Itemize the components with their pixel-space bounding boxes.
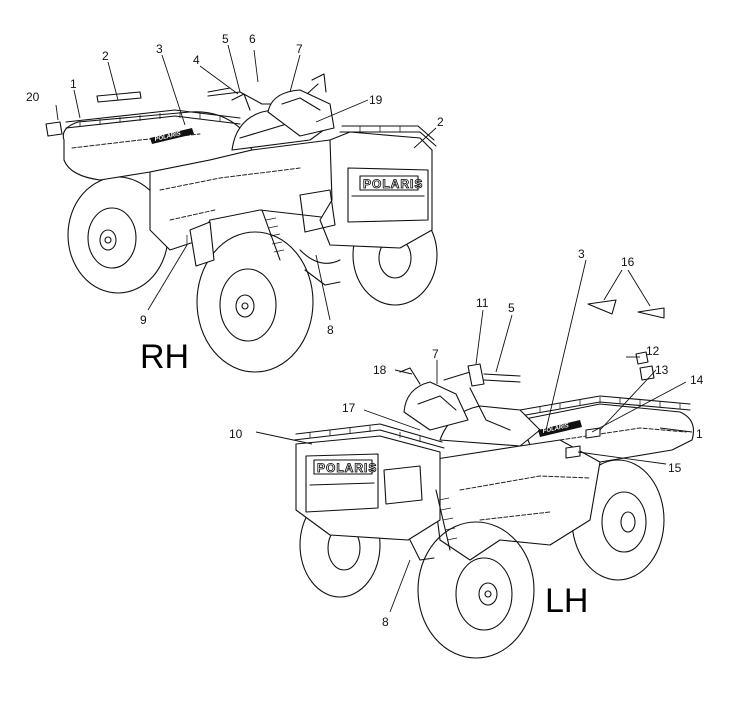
lh-front-near-wheel	[417, 521, 535, 659]
svg-text:POLARIS: POLARIS	[154, 131, 181, 143]
rh-callout-leaders	[55, 44, 437, 321]
rh-callout-1: 1	[70, 77, 77, 91]
lh-decal-piece-12	[635, 351, 649, 365]
rh-callout-20: 20	[26, 90, 40, 104]
lh-front-logo-decal: POLARIS	[313, 459, 377, 475]
lh-front-far-wheel	[299, 492, 381, 598]
rh-callout-6: 6	[249, 32, 256, 46]
rh-callout-7: 7	[296, 42, 303, 56]
lh-callout-numbers: 3 16 11 5 12 13 14 18 7 17 10 1 15 8	[229, 247, 704, 629]
atv-right-side-view: POLARIS POLARIS	[45, 73, 438, 373]
lh-callout-13: 13	[655, 363, 669, 377]
rh-front-logo-decal: POLARIS	[359, 175, 423, 191]
rh-callout-19: 19	[369, 93, 383, 107]
lh-callout-8: 8	[382, 615, 389, 629]
rh-side-label: RH	[140, 338, 189, 376]
rh-callout-3: 3	[156, 42, 163, 56]
svg-text:POLARIS: POLARIS	[317, 461, 377, 475]
lh-side-label: LH	[545, 582, 588, 620]
lh-decal-piece-13	[639, 365, 655, 381]
rh-callout-9: 9	[140, 313, 147, 327]
lh-callout-10: 10	[229, 427, 243, 441]
lh-callout-18: 18	[373, 363, 387, 377]
rh-side-logo-decal: POLARIS	[150, 128, 194, 144]
lh-callout-7: 7	[432, 347, 439, 361]
rh-front-near-wheel	[196, 231, 314, 373]
lh-callout-3: 3	[578, 247, 585, 261]
rh-callout-8: 8	[327, 323, 334, 337]
svg-text:POLARIS: POLARIS	[363, 177, 423, 191]
rh-callout-5: 5	[222, 32, 229, 46]
rh-fender-decal-piece	[45, 121, 63, 137]
rh-callout-numbers: 20 1 2 3 4 5 6 7 19 2 9 8	[26, 32, 444, 337]
svg-text:POLARIS: POLARIS	[542, 423, 569, 435]
lh-callout-5: 5	[508, 301, 515, 315]
atv-left-side-view: POLARIS POLARIS	[293, 299, 695, 659]
rh-rack-decal-piece	[96, 91, 142, 103]
lh-decal-piece-16b	[637, 307, 665, 319]
lh-callout-1: 1	[696, 427, 703, 441]
lh-callout-16: 16	[621, 255, 635, 269]
rh-callout-2b: 2	[437, 115, 444, 129]
rh-callout-4: 4	[193, 53, 200, 67]
lh-callout-14: 14	[690, 373, 704, 387]
lh-callout-leaders	[255, 259, 693, 613]
lh-side-logo-decal: POLARIS	[538, 420, 582, 437]
lh-callout-12: 12	[646, 344, 660, 358]
rh-callout-2: 2	[102, 49, 109, 63]
lh-callout-15: 15	[668, 461, 682, 475]
lh-callout-17: 17	[342, 401, 356, 415]
lh-decal-piece-16a	[587, 299, 617, 315]
lh-callout-11: 11	[476, 296, 489, 310]
